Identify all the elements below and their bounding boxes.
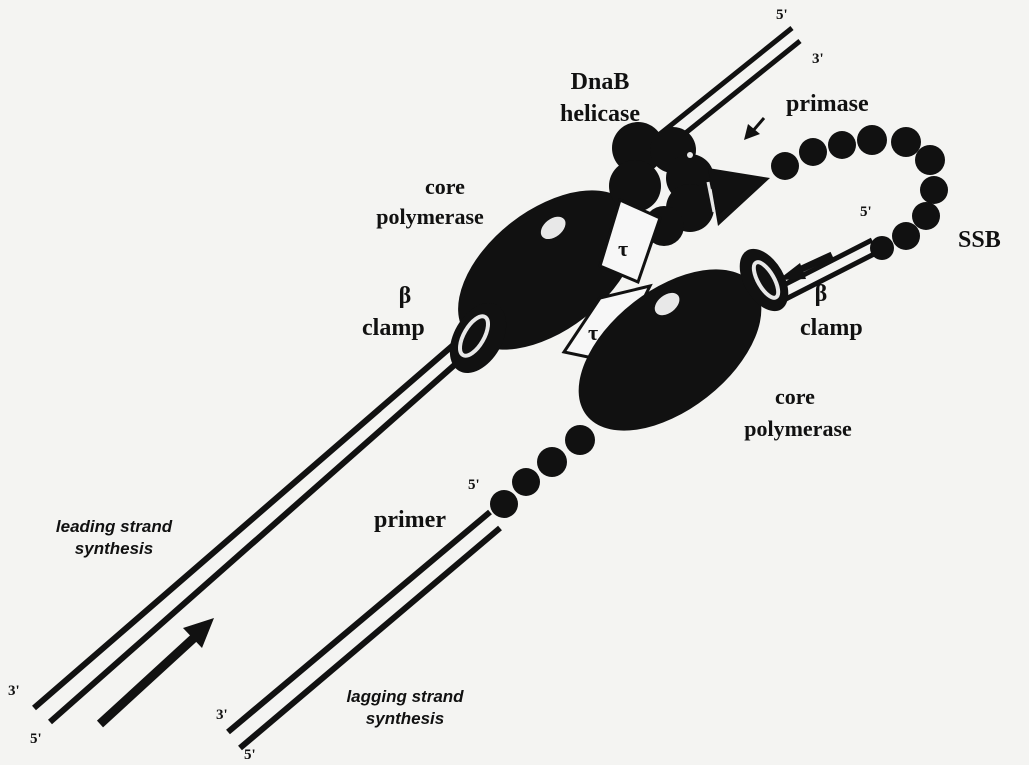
lagging-synthesis-label-line2: synthesis [330,708,480,730]
beta-left-label-line1: β [390,284,420,308]
beta-left-label-line2: clamp [362,316,425,340]
leading-synthesis-label-line2: synthesis [44,538,184,560]
core-lower-label-line1: core [720,386,870,408]
leading-3-prime-label: 3' [8,684,20,699]
dnab-label-line2: helicase [548,102,652,126]
primer-label: primer [374,508,446,532]
primase [708,168,770,226]
primase-label: primase [786,92,869,116]
beta-right-label-line1: β [806,282,836,306]
primer-5-prime-label: 5' [468,478,480,493]
tau-upper-label: τ [618,238,628,260]
top-3-prime-label: 3' [812,52,824,67]
okazaki-beads [490,425,595,518]
lagging-3-prime-bottom-label: 3' [216,708,228,723]
ssb-beads [771,125,948,260]
beta-right-label-line2: clamp [800,316,863,340]
leading-5-prime-label: 5' [30,732,42,747]
lagging-synthesis-label-line1: lagging strand [330,686,480,708]
core-upper-label-line2: polymerase [360,206,500,228]
tau-lower-label: τ [588,322,598,344]
primase-arrow [744,118,764,140]
dnab-label-line1: DnaB [560,70,640,94]
lagging-5-prime-bottom-label: 5' [244,748,256,763]
ssb-label: SSB [958,228,1001,252]
core-lower-label-line2: polymerase [718,418,878,440]
top-5-prime-label: 5' [776,8,788,23]
leading-synthesis-label-line1: leading strand [44,516,184,538]
core-upper-label-line1: core [390,176,500,198]
lagging-5-prime-label: 5' [860,205,872,220]
